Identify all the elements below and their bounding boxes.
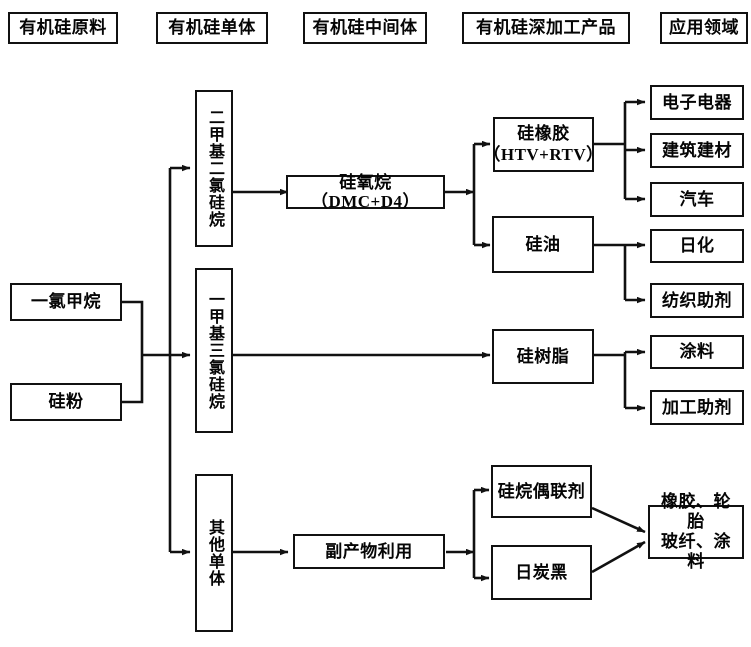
node-app-processing-aids: 加工助剂: [650, 390, 744, 425]
node-label: 建筑建材: [662, 140, 732, 160]
node-label: 副产物利用: [325, 541, 413, 561]
node-silicone-oil: 硅油: [492, 216, 594, 273]
node-dimethyldichlorosilane: 二甲基二氯硅烷: [195, 90, 233, 247]
node-silicone-rubber: 硅橡胶 （HTV+RTV）: [483, 117, 603, 172]
node-label: 其他单体: [205, 519, 223, 587]
node-label: 一氯甲烷: [31, 292, 101, 312]
header-label: 有机硅深加工产品: [476, 18, 616, 38]
header-intermediates: 有机硅中间体: [303, 12, 427, 44]
node-label: 日炭黑: [515, 562, 568, 582]
header-raw-materials: 有机硅原料: [8, 12, 118, 44]
node-label-line1: 硅橡胶: [517, 124, 570, 144]
node-label-line2: 玻纤、涂料: [661, 532, 731, 572]
wire-mcm-trunk: [122, 300, 144, 355]
node-label: 电子电器: [662, 92, 732, 112]
node-label: 纺织助剂: [662, 290, 732, 310]
wire-coupling-app8: [591, 506, 646, 534]
node-app-daily-chemicals: 日化: [650, 229, 744, 263]
node-methyltrichlorosilane: 一甲基三氯硅烷: [195, 268, 233, 433]
node-label: 涂料: [679, 342, 715, 362]
node-carbon-black: 日炭黑: [491, 545, 592, 600]
node-label: 硅烷偶联剂: [497, 481, 586, 501]
node-siloxane: 硅氧烷（DMC+D4）: [286, 172, 445, 211]
node-app-electronics: 电子电器: [650, 85, 744, 120]
header-label: 有机硅单体: [168, 18, 256, 38]
wire-carbon-app8: [591, 540, 646, 574]
wire-sip-trunk: [122, 355, 144, 404]
node-other-monomers: 其他单体: [195, 474, 233, 632]
header-processed-products: 有机硅深加工产品: [462, 12, 630, 44]
node-label-group: 硅橡胶 （HTV+RTV）: [483, 124, 603, 164]
node-silicon-powder: 硅粉: [10, 383, 122, 421]
node-app-construction: 建筑建材: [650, 133, 744, 168]
node-label: 一甲基三氯硅烷: [205, 291, 223, 410]
header-label: 应用领域: [669, 18, 739, 38]
node-label-line2: （HTV+RTV）: [483, 144, 604, 164]
header-label: 有机硅中间体: [312, 18, 418, 38]
node-label: 加工助剂: [662, 397, 732, 417]
node-chloromethane: 一氯甲烷: [10, 283, 122, 321]
node-label: 日化: [679, 236, 715, 256]
node-silicone-resin: 硅树脂: [492, 329, 594, 384]
node-label: 硅油: [525, 234, 561, 254]
node-byproduct-utilization: 副产物利用: [293, 534, 445, 569]
header-label: 有机硅原料: [19, 18, 107, 38]
node-app-rubber-tires-fiberglass-coatings: 橡胶、轮胎 玻纤、涂料: [648, 492, 744, 571]
node-label-line1: 橡胶、轮胎: [661, 491, 731, 531]
node-app-automotive: 汽车: [650, 182, 744, 217]
node-silane-coupling-agent: 硅烷偶联剂: [491, 465, 592, 518]
node-app-textile-auxiliaries: 纺织助剂: [650, 283, 744, 318]
node-label: 硅氧烷（DMC+D4）: [310, 172, 421, 211]
node-label: 汽车: [679, 189, 715, 209]
header-applications: 应用领域: [660, 12, 748, 44]
node-label: 硅粉: [48, 392, 84, 412]
node-app-coatings: 涂料: [650, 335, 744, 369]
node-label: 二甲基二氯硅烷: [205, 109, 223, 228]
node-label: 硅树脂: [516, 346, 570, 366]
node-label-group: 橡胶、轮胎 玻纤、涂料: [653, 492, 739, 572]
header-monomers: 有机硅单体: [156, 12, 268, 44]
